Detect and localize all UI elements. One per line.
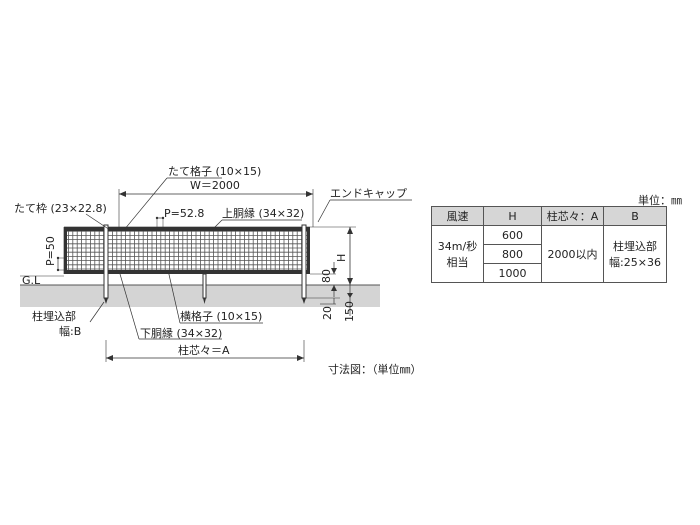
table-header-row: 風速 H 柱芯々：A B <box>431 206 667 226</box>
pitch-top-label: P=52.8 <box>164 207 204 220</box>
spec-table: 風速 H 柱芯々：A B 34m/秒 相当 600 2000以内 柱埋込部 幅:… <box>431 206 667 283</box>
post-right <box>301 224 307 299</box>
height-1000: 1000 <box>483 263 542 283</box>
lower-rail <box>64 270 310 274</box>
wind-equivalent: 相当 <box>446 256 469 269</box>
table-row: 34m/秒 相当 600 2000以内 柱埋込部 幅:25×36 <box>431 225 667 283</box>
end-cap-label: エンドキャップ <box>330 187 407 200</box>
post-center-cell: 2000以内 <box>541 225 604 283</box>
header-b: B <box>603 206 667 226</box>
embed-width: 幅:25×36 <box>609 256 661 269</box>
post-tip-center <box>203 298 206 304</box>
post-left <box>103 224 109 299</box>
post-center <box>202 273 207 299</box>
post-tip-right <box>302 298 306 304</box>
diagram-caption: 寸法図：（単位㎜） <box>328 362 422 376</box>
header-post-center: 柱芯々：A <box>541 206 604 226</box>
wind-cell: 34m/秒 相当 <box>431 225 484 283</box>
header-height: H <box>483 206 542 226</box>
embed-cell: 柱埋込部 幅:25×36 <box>603 225 667 283</box>
gl-label: G.L <box>22 274 41 287</box>
height-800: 800 <box>483 244 542 264</box>
lower-rail-label: 下胴縁 (34×32) <box>140 326 222 340</box>
post-center-label: 柱芯々＝A <box>178 343 230 357</box>
height-600: 600 <box>483 225 542 245</box>
table-row: 1000 <box>432 263 667 283</box>
vertical-frame-right <box>307 227 310 274</box>
fence-mesh <box>63 226 310 274</box>
post-embed-width-label: 幅:B <box>59 325 81 338</box>
depth-20-label: 20 <box>321 306 334 320</box>
vertical-frame-label: たて枠 (23×22.8) <box>14 201 107 215</box>
height-label: H <box>335 254 348 262</box>
width-label: W＝2000 <box>190 179 240 192</box>
upper-rail <box>64 227 310 231</box>
header-wind: 風速 <box>431 206 484 226</box>
pitch-side-label: P=50 <box>44 236 57 266</box>
table-unit-label: 単位：㎜ <box>638 194 682 207</box>
post-tip-left <box>104 298 108 304</box>
upper-rail-label: 上胴縁 (34×32) <box>222 206 304 220</box>
horizontal-lattice-label: 横格子 (10×15) <box>180 309 262 323</box>
depth-150-label: 150 <box>343 301 356 322</box>
post-embed-label: 柱埋込部 <box>32 309 76 323</box>
vertical-frame-left <box>64 227 67 274</box>
clearance-label: 80 <box>320 269 333 283</box>
vertical-lattice-label: たて格子 (10×15) <box>168 164 261 178</box>
embed-label: 柱埋込部 <box>613 240 657 253</box>
ground-band <box>20 285 380 307</box>
wind-speed: 34m/秒 <box>437 240 478 253</box>
